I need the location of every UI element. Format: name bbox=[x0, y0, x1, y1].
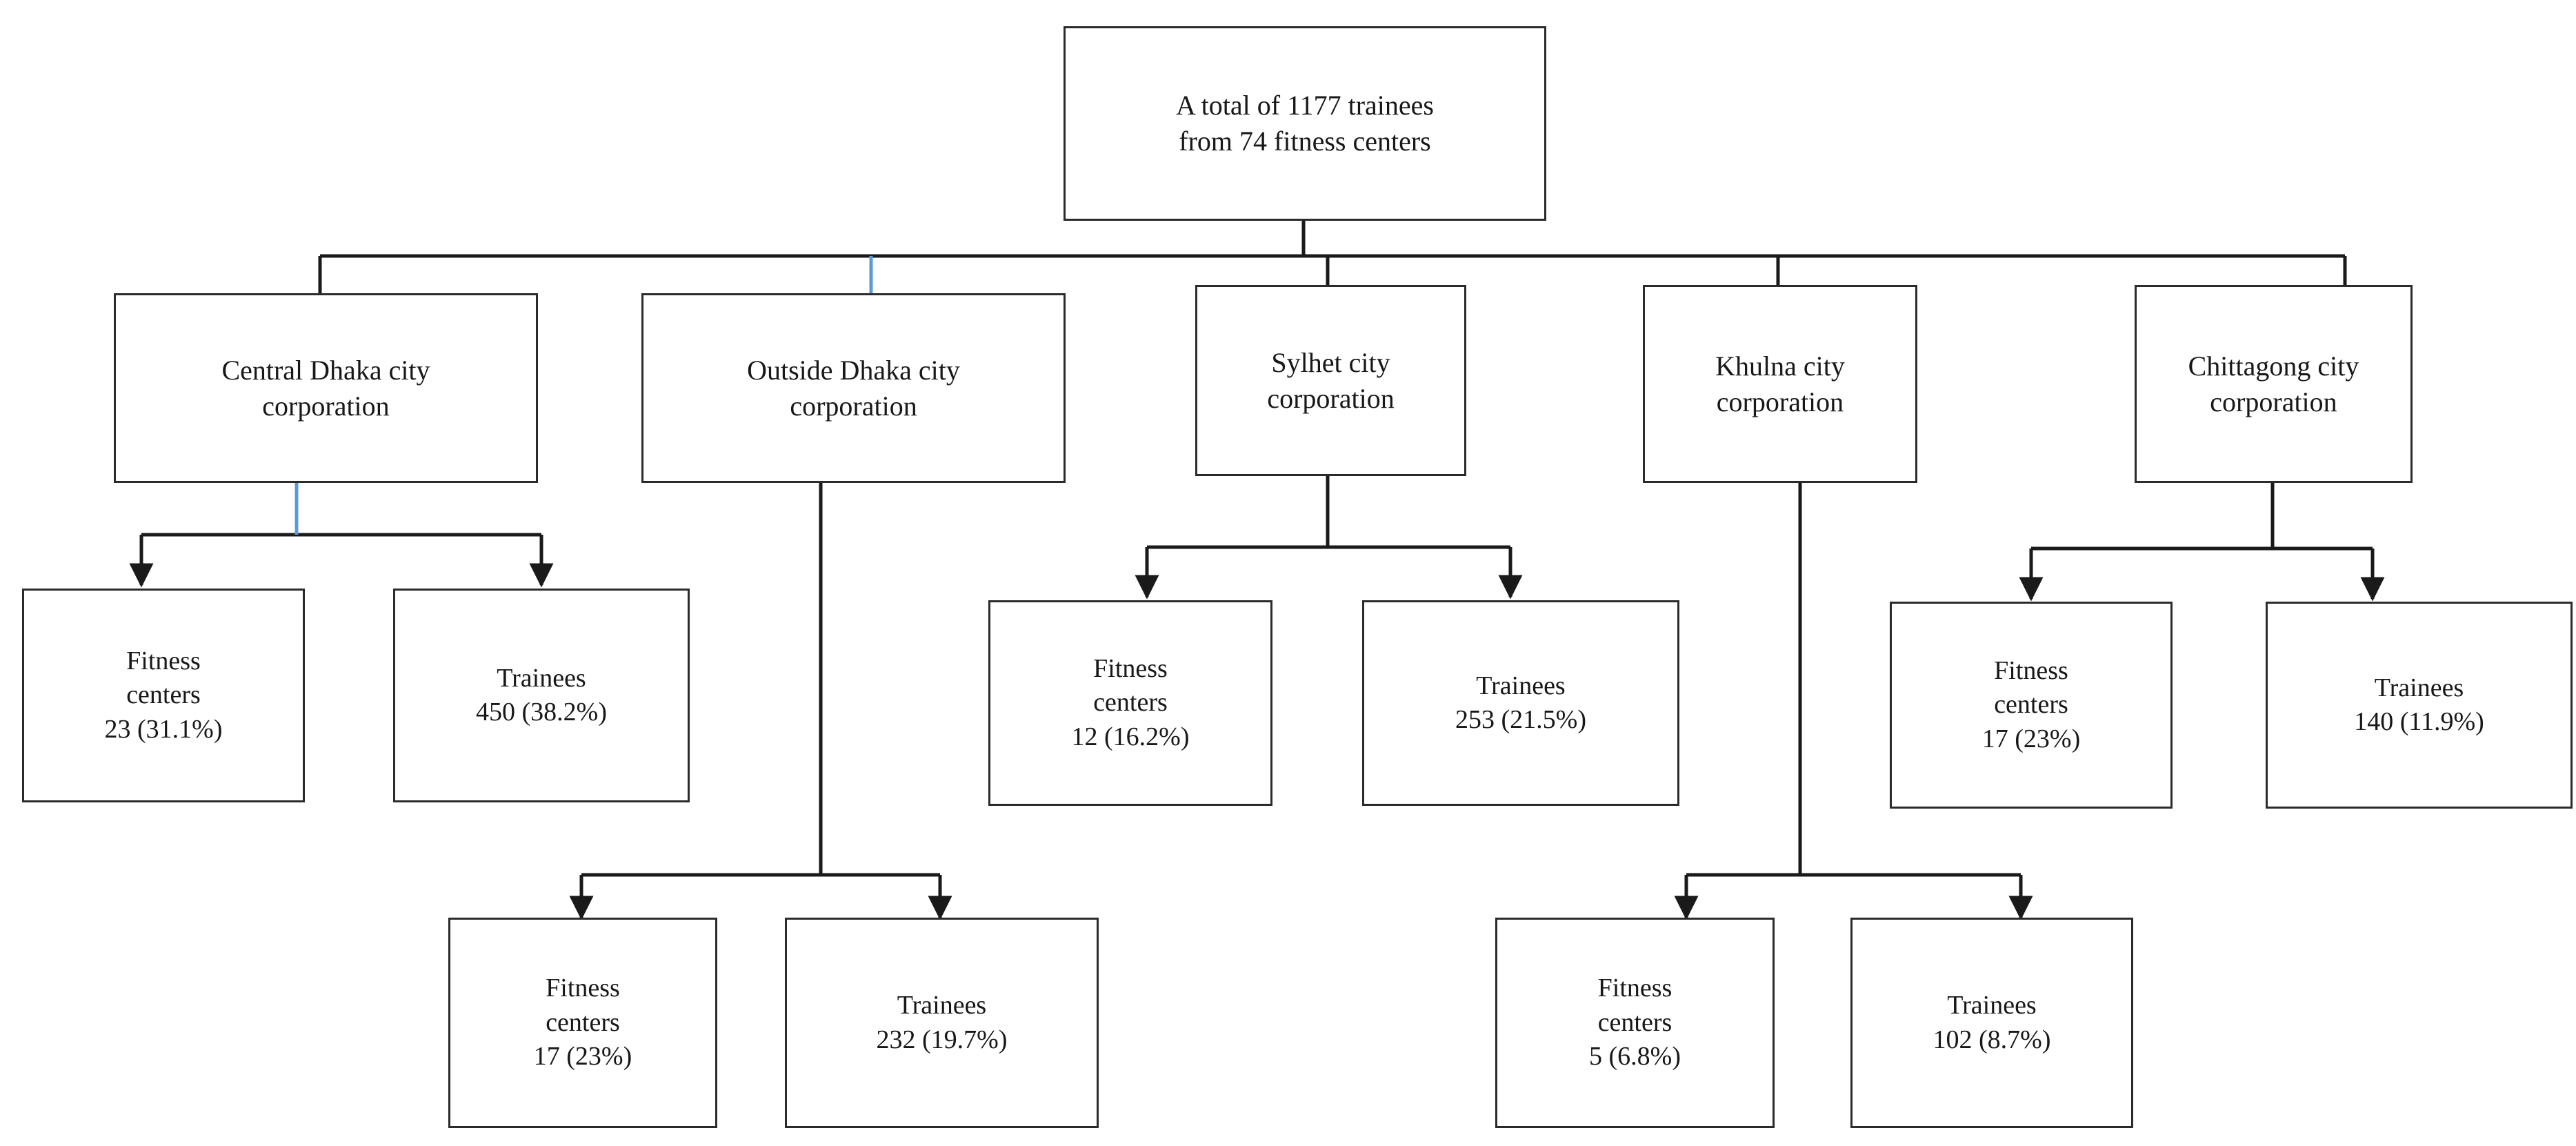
node-region-sylhet[interactable]: Sylhet city corporation bbox=[1195, 285, 1466, 476]
node-leaf-chittagong-trainees-label: Trainees 140 (11.9%) bbox=[2354, 673, 2484, 736]
node-region-chittagong-label: Chittagong city corporation bbox=[2188, 350, 2359, 417]
node-region-central-dhaka[interactable]: Central Dhaka city corporation bbox=[114, 293, 538, 483]
node-leaf-central-dhaka-centers-label: Fitness centers 23 (31.1%) bbox=[104, 646, 223, 744]
node-leaf-central-dhaka-trainees[interactable]: Trainees 450 (38.2%) bbox=[393, 589, 690, 802]
node-leaf-chittagong-trainees[interactable]: Trainees 140 (11.9%) bbox=[2266, 602, 2573, 809]
node-leaf-sylhet-trainees[interactable]: Trainees 253 (21.5%) bbox=[1362, 600, 1679, 806]
node-root-label: A total of 1177 trainees from 74 fitness… bbox=[1176, 90, 1434, 157]
node-region-outside-dhaka-label: Outside Dhaka city corporation bbox=[747, 354, 960, 422]
node-leaf-khulna-centers-label: Fitness centers 5 (6.8%) bbox=[1589, 974, 1681, 1071]
node-leaf-khulna-trainees-label: Trainees 102 (8.7%) bbox=[1933, 991, 2051, 1054]
node-root[interactable]: A total of 1177 trainees from 74 fitness… bbox=[1064, 26, 1546, 221]
node-leaf-central-dhaka-centers[interactable]: Fitness centers 23 (31.1%) bbox=[22, 589, 305, 802]
node-region-sylhet-label: Sylhet city corporation bbox=[1267, 346, 1395, 414]
node-leaf-sylhet-centers-label: Fitness centers 12 (16.2%) bbox=[1071, 653, 1190, 751]
node-leaf-chittagong-centers[interactable]: Fitness centers 17 (23%) bbox=[1890, 602, 2173, 809]
node-leaf-khulna-centers[interactable]: Fitness centers 5 (6.8%) bbox=[1495, 918, 1775, 1128]
node-leaf-khulna-trainees[interactable]: Trainees 102 (8.7%) bbox=[1850, 918, 2133, 1128]
node-region-chittagong[interactable]: Chittagong city corporation bbox=[2135, 285, 2413, 483]
node-leaf-outside-dhaka-centers[interactable]: Fitness centers 17 (23%) bbox=[448, 918, 717, 1128]
node-leaf-outside-dhaka-trainees-label: Trainees 232 (19.7%) bbox=[876, 991, 1008, 1054]
node-leaf-sylhet-centers[interactable]: Fitness centers 12 (16.2%) bbox=[988, 600, 1272, 806]
node-region-outside-dhaka[interactable]: Outside Dhaka city corporation bbox=[641, 293, 1066, 483]
node-region-central-dhaka-label: Central Dhaka city corporation bbox=[221, 354, 430, 422]
node-region-khulna[interactable]: Khulna city corporation bbox=[1643, 285, 1917, 483]
node-region-khulna-label: Khulna city corporation bbox=[1715, 350, 1845, 417]
node-leaf-chittagong-centers-label: Fitness centers 17 (23%) bbox=[1981, 655, 2081, 753]
node-leaf-central-dhaka-trainees-label: Trainees 450 (38.2%) bbox=[476, 663, 607, 727]
node-leaf-outside-dhaka-trainees[interactable]: Trainees 232 (19.7%) bbox=[785, 918, 1099, 1128]
node-leaf-outside-dhaka-centers-label: Fitness centers 17 (23%) bbox=[533, 974, 632, 1071]
node-leaf-sylhet-trainees-label: Trainees 253 (21.5%) bbox=[1455, 671, 1586, 734]
